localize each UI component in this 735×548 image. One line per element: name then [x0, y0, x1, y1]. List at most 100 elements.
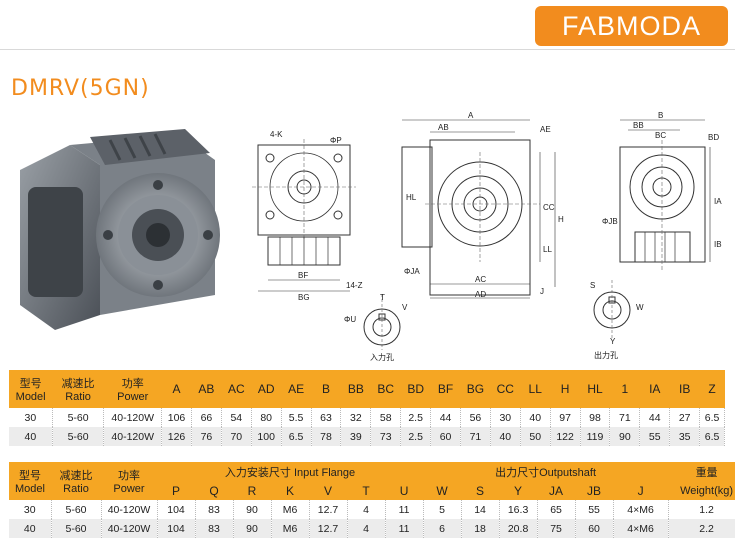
label-v: V — [402, 303, 408, 312]
t2-header-weight-en: Weight(kg) — [668, 481, 735, 500]
label-ja: ΦJA — [404, 267, 420, 276]
label-ll: LL — [543, 245, 552, 254]
label-bf: BF — [298, 271, 308, 280]
table-cell: 65 — [537, 500, 576, 519]
table-cell: 40 — [9, 427, 53, 446]
table-cell: 104 — [157, 519, 196, 538]
table-cell: 40-120W — [103, 427, 163, 446]
table-cell: 104 — [157, 500, 196, 519]
table-cell: 40 — [490, 427, 521, 446]
t1-header-ll: LL — [520, 370, 551, 408]
t1-header-hl: HL — [580, 370, 610, 408]
t1-header-ae: AE — [281, 370, 312, 408]
table-cell: 58 — [370, 408, 402, 427]
label-bc: BC — [655, 131, 666, 140]
table-cell: 80 — [251, 408, 282, 427]
table-cell: 83 — [195, 519, 234, 538]
t1-header-b: B — [311, 370, 341, 408]
table-cell: 60 — [575, 519, 614, 538]
table-cell: 5.5 — [281, 408, 312, 427]
t2-header-r: R — [233, 481, 271, 500]
table-cell: 40-120W — [101, 500, 158, 519]
table-cell: 18 — [461, 519, 500, 538]
side-view-drawing: A AB AE CC H LL HL ΦJA J AC AD — [401, 112, 564, 299]
t2-header-u: U — [385, 481, 424, 500]
t2-header-v: V — [309, 481, 347, 500]
table-cell: 2.2 — [668, 519, 735, 538]
label-a: A — [468, 112, 474, 120]
table-cell: 40 — [9, 519, 52, 538]
table-cell: 63 — [311, 408, 342, 427]
input-hole-drawing: T V ΦU — [344, 293, 408, 350]
t2-header-s: S — [461, 481, 500, 500]
t2-header-p: P — [157, 481, 195, 500]
table-cell: 12.7 — [309, 500, 348, 519]
table-cell: 44 — [430, 408, 461, 427]
table-cell: 76 — [191, 427, 222, 446]
table-cell: 119 — [580, 427, 611, 446]
table-cell: 78 — [311, 427, 342, 446]
t1-header-bg: BG — [460, 370, 491, 408]
table-cell: 90 — [233, 519, 272, 538]
label-y: Y — [610, 337, 616, 346]
table-cell: 40 — [520, 408, 551, 427]
label-w: W — [636, 303, 644, 312]
table-cell: 1.2 — [668, 500, 735, 519]
table-row: 30 5-60 40-120W 106 66 54 80 5.5 63 32 5… — [9, 408, 725, 427]
t1-header-ab: AB — [191, 370, 222, 408]
table-cell: 90 — [233, 500, 272, 519]
table-cell: 98 — [580, 408, 611, 427]
table-cell: 60 — [430, 427, 461, 446]
table-cell: 6.5 — [699, 408, 725, 427]
t2-header-t: T — [347, 481, 385, 500]
table-cell: 4 — [347, 519, 386, 538]
table-cell: 40-120W — [103, 408, 163, 427]
table-cell: M6 — [271, 500, 310, 519]
table-cell: 5-60 — [52, 427, 105, 446]
t2-header-input-flange: 入力安装尺寸 Input Flange — [157, 462, 424, 481]
t1-header-bf: BF — [430, 370, 461, 408]
t2-header-jb: JB — [575, 481, 614, 500]
table-cell: 20.8 — [499, 519, 538, 538]
t2-header-ja: JA — [537, 481, 576, 500]
table-cell: 39 — [340, 427, 372, 446]
t2-header-q: Q — [195, 481, 233, 500]
t2-header-y: Y — [499, 481, 538, 500]
table-cell: 100 — [251, 427, 282, 446]
table-cell: 30 — [490, 408, 521, 427]
table-cell: 2.5 — [400, 408, 432, 427]
table-cell: 6 — [423, 519, 462, 538]
table-row: 40 5-60 40-120W 126 76 70 100 6.5 78 39 … — [9, 427, 725, 446]
gearbox-photo — [20, 129, 220, 330]
header-divider — [0, 49, 735, 50]
table-cell: 5-60 — [51, 519, 102, 538]
table-cell: 90 — [609, 427, 641, 446]
table-cell: 4 — [347, 500, 386, 519]
table-cell: 71 — [609, 408, 641, 427]
table-cell: 5 — [423, 500, 462, 519]
label-cc: CC — [543, 203, 555, 212]
t1-header-bc: BC — [370, 370, 401, 408]
t1-header-cc: CC — [490, 370, 521, 408]
label-u: ΦU — [344, 315, 356, 324]
label-j: J — [540, 287, 544, 296]
table-cell: 55 — [639, 427, 671, 446]
table-cell: 106 — [161, 408, 192, 427]
table-cell: M6 — [271, 519, 310, 538]
label-bb: BB — [633, 121, 644, 130]
table-cell: 97 — [550, 408, 581, 427]
input-hole-caption: 入力孔 — [370, 353, 394, 362]
t1-header-a: A — [161, 370, 192, 408]
label-ae: AE — [540, 125, 551, 134]
label-phi-p: ΦP — [330, 136, 342, 145]
t1-header-z: Z — [699, 370, 725, 408]
label-4-k: 4-K — [270, 130, 283, 139]
model-title: DMRV(5GN) — [11, 76, 150, 101]
table-cell: 32 — [340, 408, 372, 427]
table-cell: 11 — [385, 519, 424, 538]
